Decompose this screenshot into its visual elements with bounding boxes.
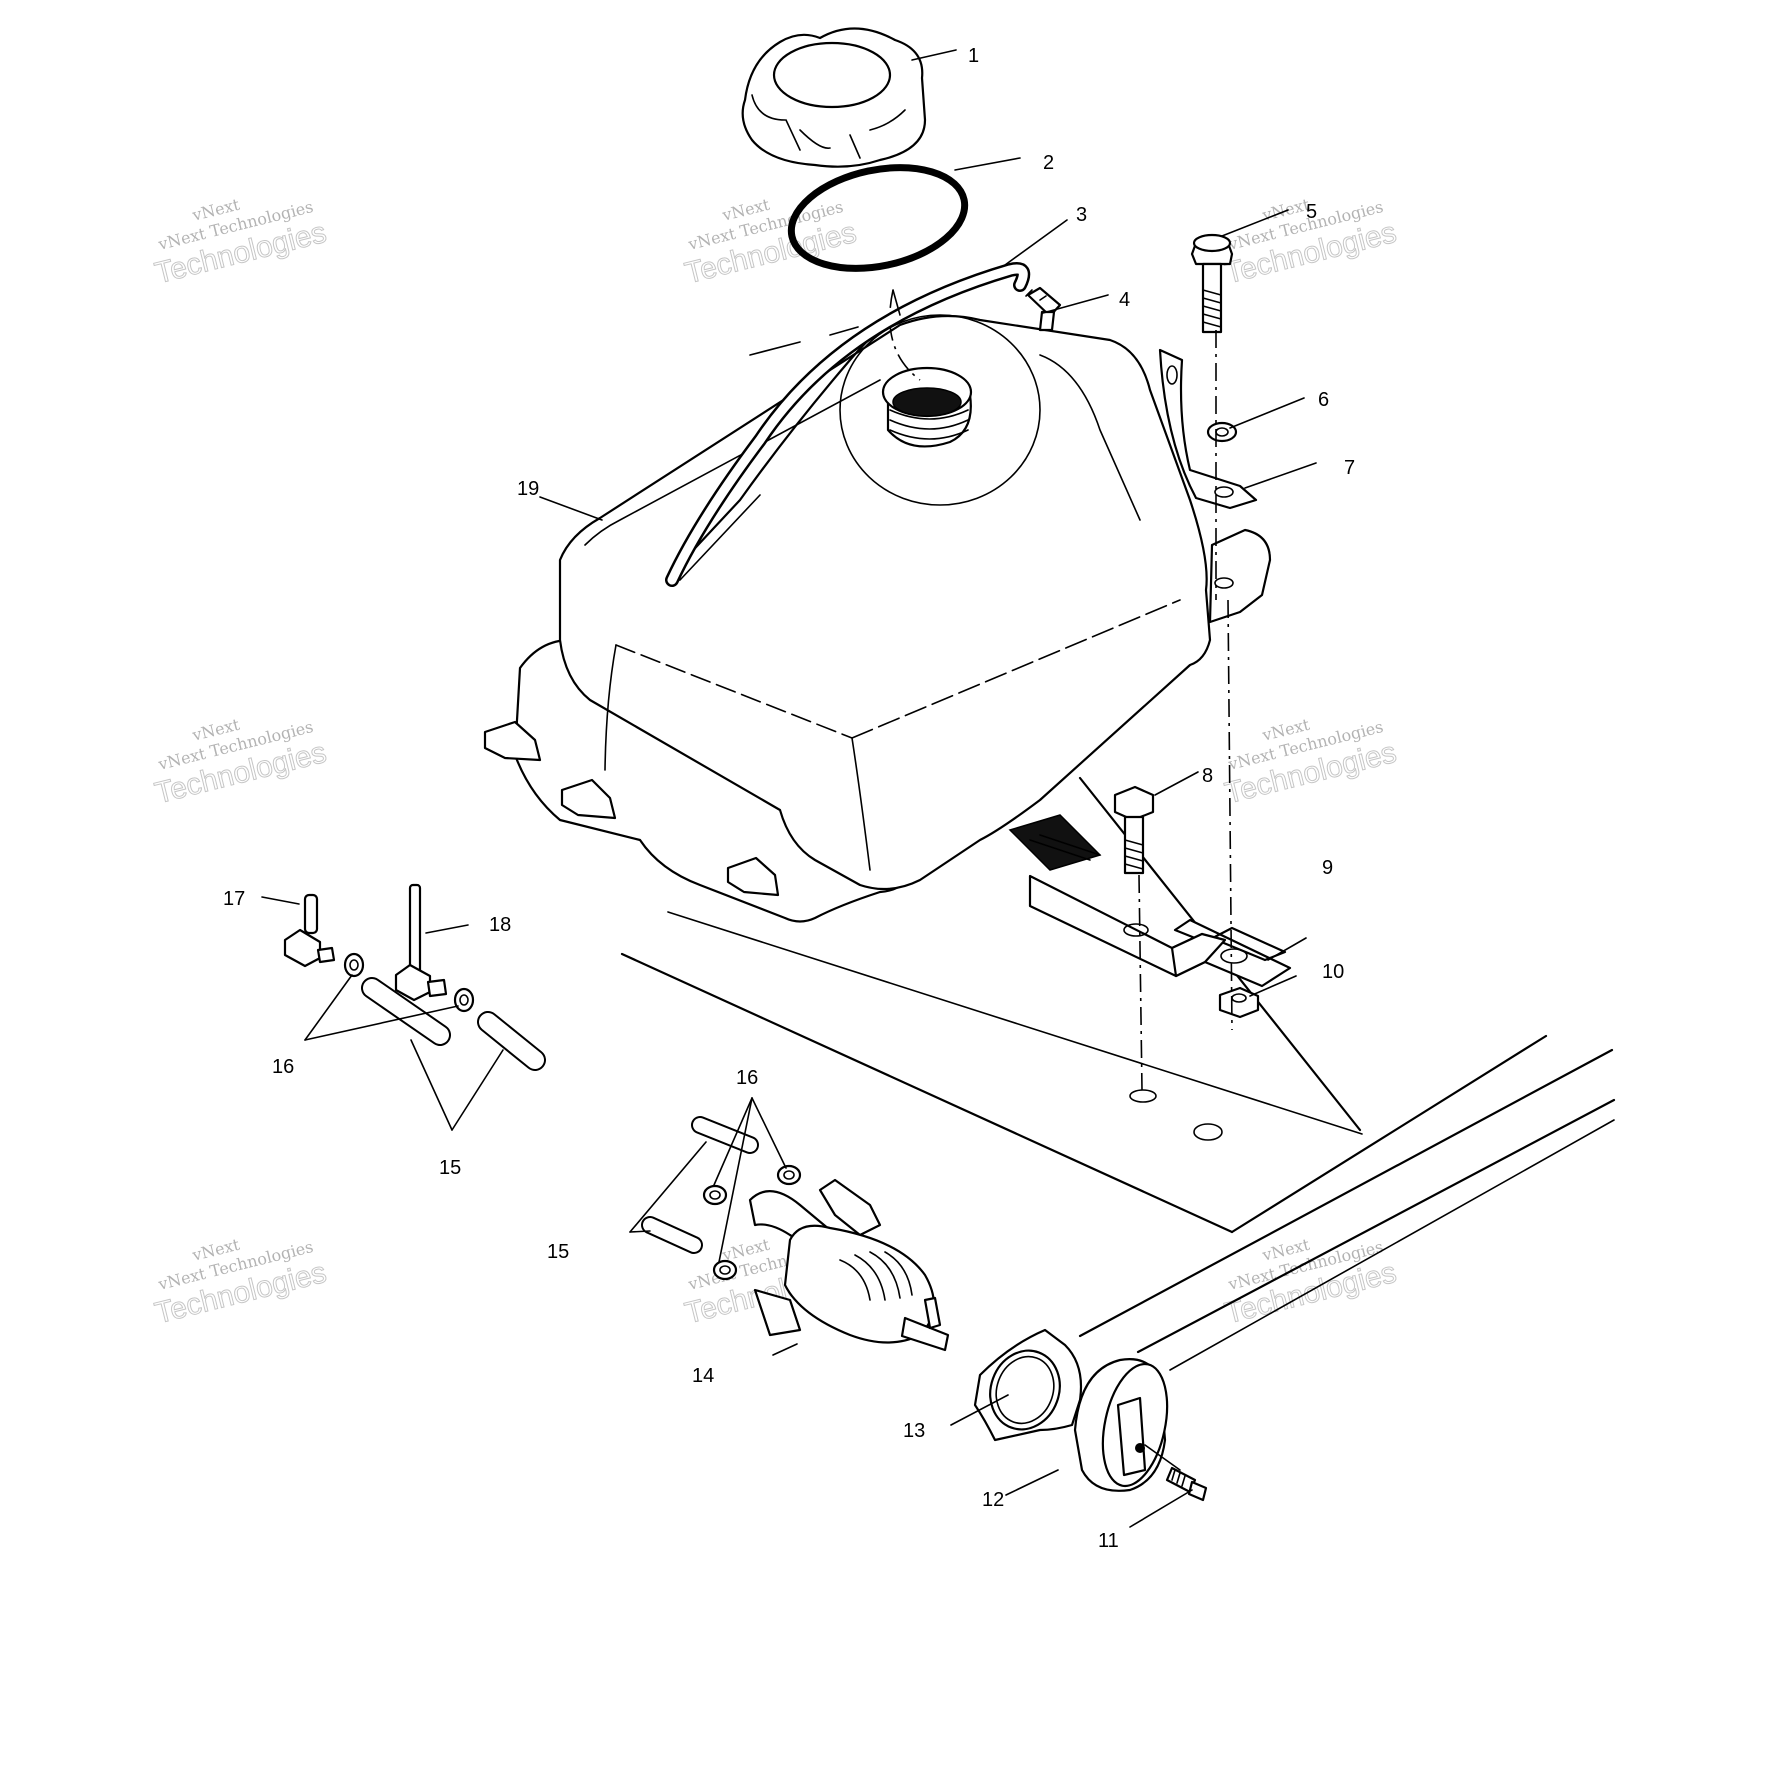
callout-16-lower: 16 <box>736 1067 758 1089</box>
callout-4: 4 <box>1119 289 1130 311</box>
callout-15-left: 15 <box>439 1157 461 1179</box>
frame-hole <box>1193 1123 1223 1141</box>
callout-15-lower: 15 <box>547 1241 569 1263</box>
bolt-8 <box>1113 785 1155 875</box>
watermark: vNext vNext Technologies Technologies <box>151 715 330 811</box>
callout-6: 6 <box>1318 389 1329 411</box>
callout-1: 1 <box>968 45 979 67</box>
clamps-16-left <box>343 952 475 1013</box>
washer-6 <box>1206 421 1238 443</box>
elbow-fitting-17 <box>283 893 336 968</box>
tank-tab <box>483 720 542 762</box>
hoses-15-left <box>361 977 546 1071</box>
watermark: vNext vNext Technologies Technologies <box>151 195 330 291</box>
callout-11: 11 <box>1098 1530 1119 1552</box>
callout-19: 19 <box>517 478 539 500</box>
leader-lines <box>261 49 1317 1528</box>
callout-18: 18 <box>489 914 511 936</box>
filler-cap-1 <box>741 27 927 168</box>
mount-bracket <box>1158 348 1258 510</box>
fitting-4 <box>1025 286 1062 332</box>
watermark: vNext vNext Technologies Technologies <box>681 195 860 291</box>
callout-9: 9 <box>1322 857 1333 879</box>
frame-hole <box>1129 1089 1157 1103</box>
bracket-9 <box>1028 874 1292 988</box>
callout-3: 3 <box>1076 204 1087 226</box>
fuel-tank <box>483 313 1272 923</box>
callout-5: 5 <box>1306 201 1317 223</box>
callout-14: 14 <box>692 1365 714 1387</box>
callout-labels: 1 2 3 4 5 6 7 8 9 10 11 12 13 14 15 15 1… <box>223 45 1355 1552</box>
bolt-5 <box>1190 233 1234 334</box>
callout-13: 13 <box>903 1420 925 1442</box>
callout-16-left: 16 <box>272 1056 294 1078</box>
lock-ring-13 <box>973 1328 1083 1442</box>
nut-10 <box>1218 986 1260 1019</box>
tank-tab <box>726 856 780 897</box>
callout-7: 7 <box>1344 457 1355 479</box>
callout-12: 12 <box>982 1489 1004 1511</box>
bowl-12 <box>1073 1358 1169 1492</box>
tank-main-body <box>558 314 1212 891</box>
tank-mount-flange <box>1208 528 1272 624</box>
tee-fitting-18 <box>394 883 448 1002</box>
watermark: vNext vNext Technologies Technologies <box>1221 715 1400 811</box>
hoses-15-lower <box>641 1116 759 1254</box>
watermark: vNext vNext Technologies Technologies <box>1221 1235 1400 1331</box>
clamps-16-lower <box>702 1164 802 1281</box>
callout-10: 10 <box>1322 961 1344 983</box>
watermark: vNext vNext Technologies Technologies <box>1221 195 1400 291</box>
callout-8: 8 <box>1202 765 1213 787</box>
fuel-valve-14 <box>748 1178 950 1352</box>
drain-screw-11 <box>1144 1444 1208 1502</box>
callout-17: 17 <box>223 888 245 910</box>
vent-hose-3 <box>665 262 1031 587</box>
callout-2: 2 <box>1043 152 1054 174</box>
watermark: vNext vNext Technologies Technologies <box>151 1235 330 1331</box>
tank-tab <box>560 778 617 820</box>
filler-boss <box>839 314 1041 506</box>
gasket-2 <box>787 164 969 272</box>
